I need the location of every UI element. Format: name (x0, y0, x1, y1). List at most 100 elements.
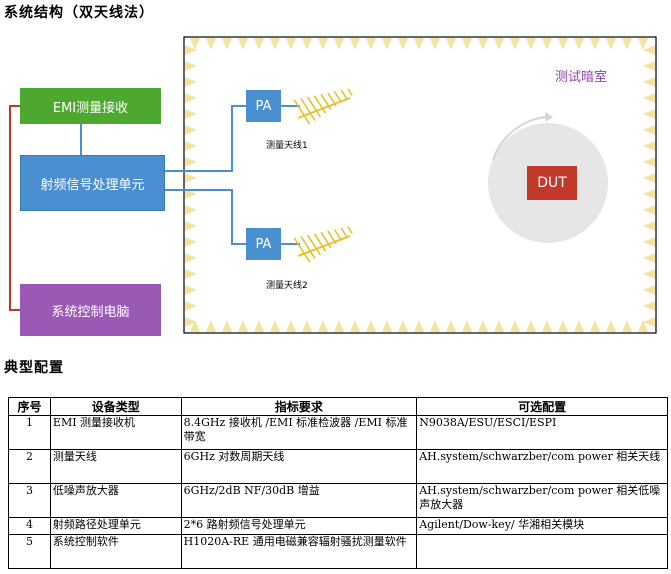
absorber-cone (643, 269, 655, 279)
absorber-cone (478, 38, 488, 50)
rotation-arrow-icon (492, 116, 546, 161)
absorber-cone (382, 38, 392, 50)
absorber-cone (334, 38, 344, 50)
absorber-cone (190, 320, 200, 332)
absorber-cone (542, 38, 552, 50)
table-row: 5 系统控制软件 H1020A-RE 通用电磁兼容辐射骚扰测量软件 (8, 534, 668, 569)
antenna-element (340, 89, 348, 100)
absorber-cone (510, 38, 520, 50)
antenna-element (313, 95, 327, 114)
absorber-cone (643, 221, 655, 231)
cell-no: 1 (8, 415, 51, 450)
absorber-cone (185, 317, 197, 327)
antenna-element (307, 234, 321, 256)
absorber-cone (185, 221, 197, 231)
absorber-cone (494, 320, 504, 332)
absorber-cone (185, 157, 197, 167)
absorber-cone (334, 320, 344, 332)
absorber-cone (185, 61, 197, 71)
cell-spec: 2*6 路射频信号处理单元 (180, 517, 418, 535)
absorber-cone (185, 125, 197, 135)
absorber-cone (643, 189, 655, 199)
absorber-cone (398, 38, 408, 50)
absorber-cone (638, 320, 648, 332)
absorber-cone (206, 320, 216, 332)
absorber-cone (590, 320, 600, 332)
antenna-2-icon (293, 226, 353, 263)
table-header-row: 序号 设备类型 指标要求 可选配置 (8, 397, 668, 416)
absorber-cone (510, 320, 520, 332)
absorber-cone (302, 320, 312, 332)
absorber-cone (414, 38, 424, 50)
absorber-cone (254, 320, 264, 332)
table-row: 4 射频路径处理单元 2*6 路射频信号处理单元 Agilent/Dow-key… (8, 517, 668, 535)
absorber-cone (643, 173, 655, 183)
absorber-cone (643, 253, 655, 263)
absorber-cone (643, 61, 655, 71)
absorber-cone (185, 205, 197, 215)
absorber-cone (286, 38, 296, 50)
absorber-cone (643, 125, 655, 135)
cell-spec: 6GHz 对数周期天线 (180, 449, 418, 484)
absorber-cone (222, 320, 232, 332)
absorber-cone (185, 253, 197, 263)
absorber-cone (574, 320, 584, 332)
absorber-cone (526, 38, 536, 50)
absorber-cone (185, 301, 197, 311)
absorber-cone (318, 38, 328, 50)
cell-no: 2 (8, 449, 51, 484)
absorber-cone (643, 77, 655, 87)
absorber-cone (185, 189, 197, 199)
cell-spec: 8.4GHz 接收机 /EMI 标准检波器 /EMI 标准带宽 (180, 415, 418, 450)
absorber-cone (302, 38, 312, 50)
absorber-cone (558, 38, 568, 50)
cell-spec: 6GHz/2dB NF/30dB 增益 (180, 483, 418, 518)
header-device-type: 设备类型 (49, 397, 182, 416)
absorber-cone (238, 38, 248, 50)
system-diagram (9, 36, 657, 334)
absorber-cone (606, 38, 616, 50)
header-optional-config: 可选配置 (416, 397, 668, 416)
absorber-cone (590, 38, 600, 50)
antenna-element (340, 227, 348, 238)
control-line (9, 105, 20, 311)
config-table: 序号 设备类型 指标要求 可选配置 1 EMI 测量接收机 8.4GHz 接收机… (8, 397, 668, 569)
absorber-cone (414, 320, 424, 332)
absorber-cone (606, 320, 616, 332)
absorber-cone (254, 38, 264, 50)
absorber-cone (286, 320, 296, 332)
absorber-cone (430, 320, 440, 332)
absorber-cone (622, 320, 632, 332)
antenna-element (313, 233, 327, 252)
absorber-cone (643, 141, 655, 151)
cell-no: 4 (8, 517, 51, 535)
absorber-cone (238, 320, 248, 332)
table-row: 1 EMI 测量接收机 8.4GHz 接收机 /EMI 标准检波器 /EMI 标… (8, 415, 668, 450)
absorber-cone (494, 38, 504, 50)
rf-pa2-line (165, 189, 246, 245)
absorber-cone (270, 320, 280, 332)
antenna-element (327, 92, 337, 107)
absorber-cone (350, 38, 360, 50)
system-structure-title: 系统结构（双天线法） (4, 5, 154, 21)
absorber-cone (185, 285, 197, 295)
cell-device-type: 低噪声放大器 (49, 483, 182, 518)
absorber-cone (222, 38, 232, 50)
absorber-cone (558, 320, 568, 332)
cell-no: 5 (8, 534, 51, 569)
absorber-cone (638, 38, 648, 50)
absorber-cone (430, 38, 440, 50)
cell-option: Agilent/Dow-key/ 华湘相关模块 (416, 517, 668, 535)
absorber-cone (643, 285, 655, 295)
antenna-element (320, 231, 332, 249)
rotation-arrowhead-icon (545, 112, 553, 122)
absorber-cone (398, 320, 408, 332)
absorber-cone (462, 320, 472, 332)
table-row: 2 测量天线 6GHz 对数周期天线 AH.system/schwarzber/… (8, 449, 668, 484)
cell-device-type: 系统控制软件 (49, 534, 182, 569)
antenna-element (327, 230, 337, 245)
cell-device-type: 射频路径处理单元 (49, 517, 182, 535)
absorber-cone (185, 173, 197, 183)
absorber-cones (185, 38, 655, 332)
rf-pa1-line (165, 105, 246, 172)
